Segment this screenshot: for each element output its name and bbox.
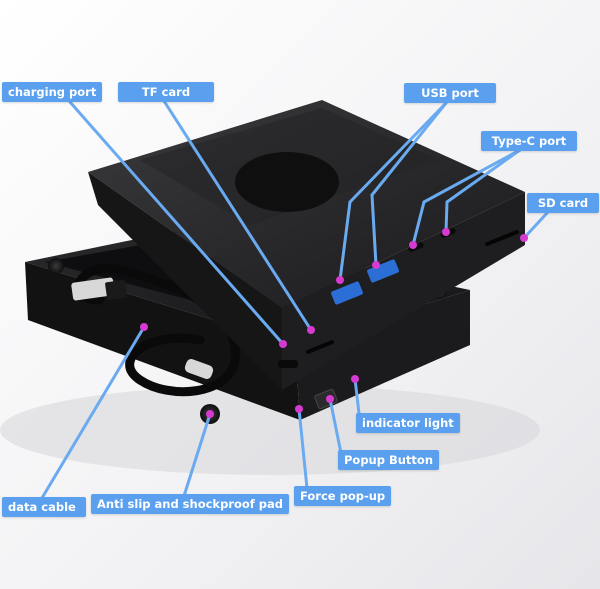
wireless-charging-pad: [235, 152, 339, 212]
leader-data-cable: [40, 325, 146, 500]
leader-usb-port-b2: [370, 193, 378, 267]
marker-dots: [140, 228, 528, 418]
label-indicator-light: indicator light: [356, 413, 460, 433]
label-sd-card: SD card: [527, 193, 599, 213]
dot-charging-port: [279, 340, 287, 348]
tray-side: [295, 290, 470, 420]
usb-port-1: [331, 281, 363, 305]
usb-a-plug-body: [105, 279, 127, 301]
leader-charging-port: [68, 100, 285, 346]
body-right-side: [282, 192, 525, 390]
leader-tf-card: [162, 99, 313, 332]
charging-port: [278, 360, 298, 368]
tray-pad-1: [48, 258, 64, 274]
label-tf-card: TF card: [118, 82, 214, 102]
label-popup-button: Popup Button: [338, 450, 440, 470]
dot-usb-port-1: [336, 276, 344, 284]
body-front: [88, 172, 282, 390]
label-type-c-port: Type-C port: [481, 131, 577, 151]
leader-type-c-a2: [411, 200, 426, 247]
leader-type-c-b: [445, 148, 522, 204]
tf-card-slot: [305, 340, 335, 354]
label-usb-port: USB port: [404, 83, 496, 103]
stored-cable: [71, 263, 240, 397]
dot-indicator-light: [351, 375, 359, 383]
leader-force-popup: [297, 407, 309, 490]
dot-anti-slip-pad: [206, 410, 214, 418]
label-charging-port: charging port: [2, 82, 103, 102]
label-force-popup: Force pop-up: [294, 486, 392, 506]
usb-a-plug: [71, 277, 115, 301]
dot-usb-port-2: [372, 261, 380, 269]
label-data-cable: data cable: [2, 497, 86, 517]
dot-sd-card: [520, 234, 528, 242]
dot-data-cable: [140, 323, 148, 331]
usb-c-plug: [184, 359, 214, 379]
leader-usb-port-b: [370, 101, 448, 197]
leader-sd-card: [522, 210, 550, 240]
leader-usb-port-a2: [338, 200, 352, 282]
leader-type-c-b2: [444, 200, 449, 234]
cable-loop: [73, 263, 240, 397]
dot-force-popup: [295, 405, 303, 413]
sd-card-slot: [485, 230, 519, 246]
leader-popup-button: [328, 397, 344, 460]
dot-type-c-2: [442, 228, 450, 236]
leader-type-c-a: [422, 148, 522, 204]
label-anti-slip-pad: Anti slip and shockproof pad: [91, 494, 290, 514]
leader-anti-slip-pad: [182, 412, 212, 498]
dot-popup-button: [326, 395, 334, 403]
dot-tf-card: [307, 326, 315, 334]
usb-port-2: [367, 259, 399, 283]
dot-type-c-1: [409, 241, 417, 249]
leader-usb-port-a: [348, 101, 448, 204]
